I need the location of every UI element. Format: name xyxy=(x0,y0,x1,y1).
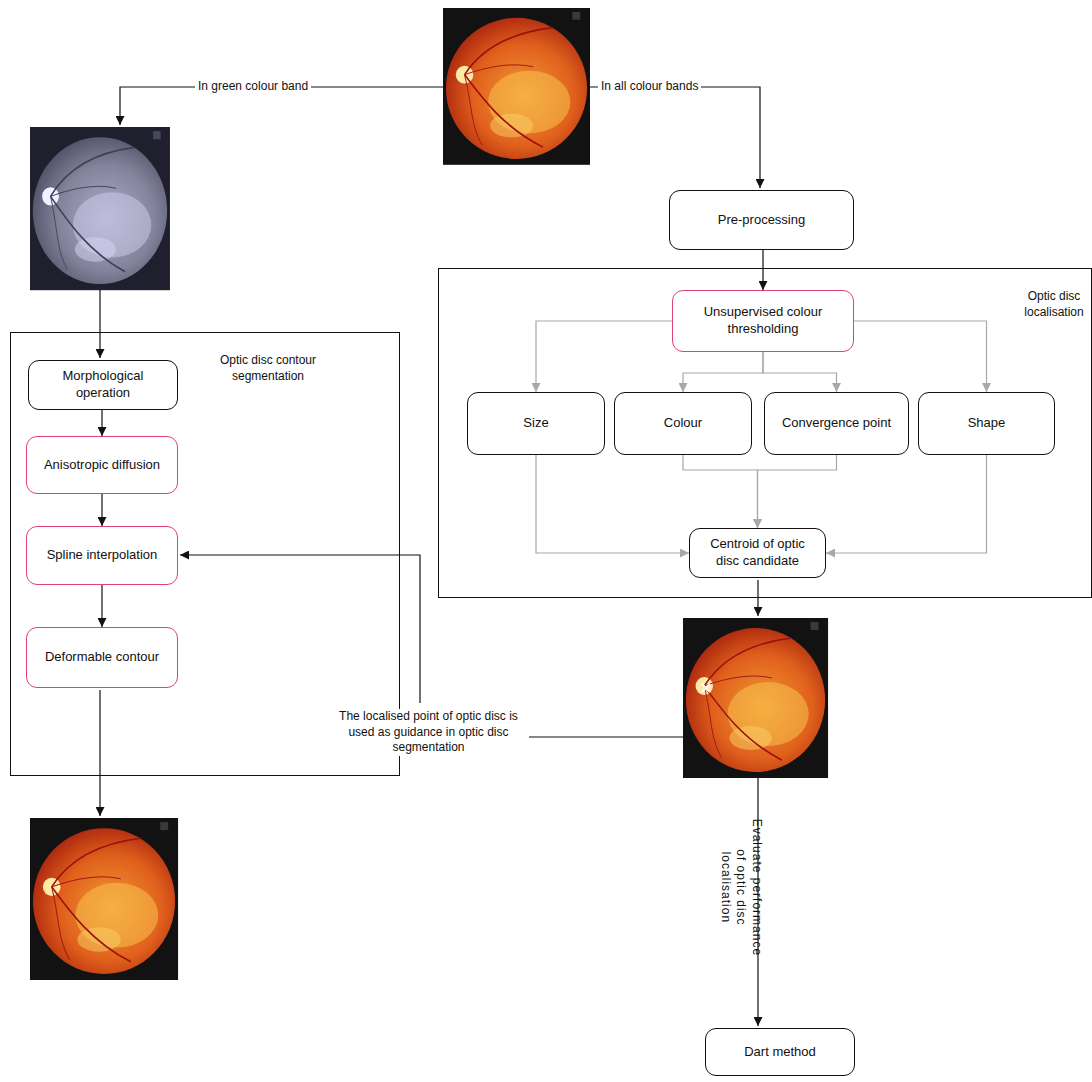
flow-arrow xyxy=(826,455,987,553)
process-box: Centroid of optic disc candidate xyxy=(689,528,826,578)
flow-arrow xyxy=(683,455,758,528)
flow-arrow xyxy=(101,494,102,526)
process-box: Morphological operation xyxy=(28,360,178,410)
box-label: Convergence point xyxy=(782,415,891,432)
flow-line xyxy=(757,580,758,616)
localised-point-mark xyxy=(702,684,710,692)
process-box: Anisotropic diffusion xyxy=(26,436,178,494)
process-box: Spline interpolation xyxy=(26,526,178,585)
box-label: Unsupervised colour thresholding xyxy=(698,304,828,338)
flow-arrow xyxy=(536,321,672,392)
flow-arrow xyxy=(763,352,837,392)
box-label: Dart method xyxy=(744,1044,816,1061)
group-box: Unsupervised colour thresholdingSize Colo… xyxy=(438,268,1092,598)
box-label: Spline interpolation xyxy=(47,547,158,564)
group-heading: Optic disc localisation xyxy=(1021,289,1087,320)
flow-line xyxy=(590,87,760,188)
flow-arrow xyxy=(101,585,102,627)
box-label: Anisotropic diffusion xyxy=(44,457,160,474)
box-label: Deformable contour xyxy=(45,649,159,666)
flow-label: In green colour band xyxy=(195,79,311,95)
segmented-fundus-image xyxy=(30,818,178,980)
process-box: Convergence point xyxy=(764,392,909,455)
localised-fundus-image xyxy=(683,618,828,778)
box-label: Shape xyxy=(968,415,1006,432)
process-box: Deformable contour xyxy=(26,627,178,688)
box-label: Pre-processing xyxy=(718,212,805,229)
flow-arrow xyxy=(762,250,763,290)
flow-label: In all colour bands xyxy=(598,79,701,95)
box-label: Morphological operation xyxy=(53,368,153,402)
flow-label: The localised point of optic disc is use… xyxy=(328,709,529,756)
group-heading: Optic disc contour segmentation xyxy=(209,353,327,384)
flow-arrow xyxy=(683,352,763,392)
flow-line xyxy=(99,690,100,816)
flow-arrow xyxy=(536,455,689,553)
green-band-image xyxy=(30,127,170,290)
fundus-image xyxy=(443,8,590,165)
process-box: Shape xyxy=(918,392,1055,455)
process-box: Pre-processing xyxy=(669,190,854,250)
process-box: Colour xyxy=(614,392,752,455)
vertical-note: Evaluate performance of optic disc local… xyxy=(718,809,765,965)
guidance-line xyxy=(526,736,683,737)
process-box: Dart method xyxy=(705,1028,855,1076)
flow-line xyxy=(99,290,100,358)
box-label: Size xyxy=(523,415,548,432)
guidance-line xyxy=(180,555,420,703)
flow-arrow xyxy=(101,410,102,436)
box-label: Centroid of optic disc candidate xyxy=(703,536,813,570)
process-box: Unsupervised colour thresholding xyxy=(672,290,854,352)
flow-arrow xyxy=(854,321,987,392)
process-box: Size xyxy=(467,392,605,455)
box-label: Colour xyxy=(664,415,702,432)
flow-arrow xyxy=(758,455,837,528)
